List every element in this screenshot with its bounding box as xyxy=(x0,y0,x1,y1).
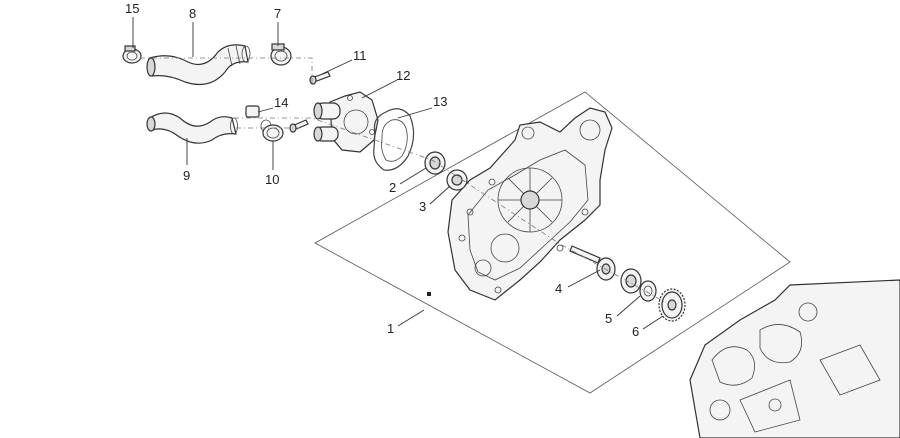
callout-13: 13 xyxy=(433,94,447,109)
marker-square xyxy=(427,292,431,296)
screw-upper xyxy=(309,71,331,85)
gasket xyxy=(373,108,415,171)
callout-9: 9 xyxy=(183,168,190,183)
seal-3 xyxy=(446,169,468,191)
callout-1: 1 xyxy=(387,321,394,336)
callout-3: 3 xyxy=(419,199,426,214)
callout-11: 11 xyxy=(353,48,367,63)
clamp-7 xyxy=(270,43,292,66)
screw-lower xyxy=(289,119,309,133)
engine-block-fragment xyxy=(689,279,900,438)
callout-6: 6 xyxy=(632,324,639,339)
crankcase-cover xyxy=(447,107,613,301)
callout-14: 14 xyxy=(274,95,288,110)
callout-7: 7 xyxy=(274,6,281,21)
clamp-15 xyxy=(122,45,142,64)
hose-upper xyxy=(146,44,251,85)
clamp-10 xyxy=(262,124,284,142)
seal-2 xyxy=(424,151,446,175)
callout-10: 10 xyxy=(265,172,279,187)
assembly-line-middle xyxy=(234,117,666,303)
callout-2: 2 xyxy=(389,180,396,195)
callout-5: 5 xyxy=(605,311,612,326)
callout-4: 4 xyxy=(555,281,562,296)
gear xyxy=(658,288,686,322)
callout-8: 8 xyxy=(189,6,196,21)
leader-lines xyxy=(132,17,664,330)
assembly-plane xyxy=(314,91,791,394)
hose-lower xyxy=(146,112,238,144)
assembly-line-upper xyxy=(140,57,313,86)
callout-15: 15 xyxy=(125,1,139,16)
bearing xyxy=(620,268,657,302)
pump-shaft xyxy=(569,245,616,281)
pump-cover xyxy=(313,91,379,153)
callout-12: 12 xyxy=(396,68,410,83)
